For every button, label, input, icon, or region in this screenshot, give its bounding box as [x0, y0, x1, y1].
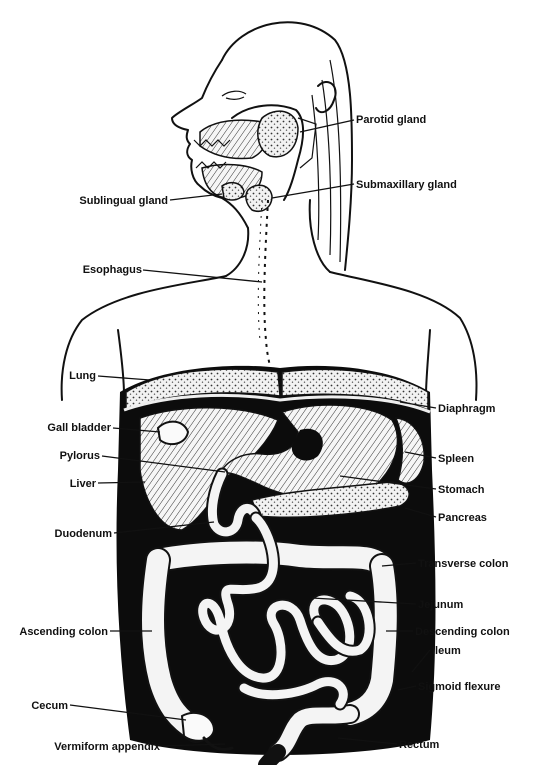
- gall-bladder-organ: [158, 422, 188, 445]
- label-diaphragm: Diaphragm: [438, 403, 496, 415]
- head-drawing: [172, 22, 352, 276]
- label-pancreas: Pancreas: [438, 512, 487, 524]
- label-liver: Liver: [70, 478, 97, 490]
- label-ileum: Ileum: [432, 645, 461, 657]
- label-descending-colon: Descending colon: [415, 626, 510, 638]
- label-esophagus: Esophagus: [83, 264, 142, 276]
- label-jejunum: Jejunum: [418, 599, 463, 611]
- label-transverse-colon: Transverse colon: [418, 558, 509, 570]
- label-stomach: Stomach: [438, 484, 485, 496]
- label-submaxillary-gland: Submaxillary gland: [356, 179, 457, 191]
- label-cecum: Cecum: [31, 700, 68, 712]
- label-parotid-gland: Parotid gland: [356, 114, 426, 126]
- label-lung: Lung: [69, 370, 96, 382]
- label-sublingual-gland: Sublingual gland: [79, 195, 168, 207]
- label-duodenum: Duodenum: [55, 528, 113, 540]
- label-pylorus: Pylorus: [60, 450, 100, 462]
- label-rectum: Rectum: [399, 739, 440, 751]
- label-sigmoid-flexure: Sigmoid flexure: [418, 681, 501, 693]
- label-spleen: Spleen: [438, 453, 474, 465]
- label-vermiform-appendix: Vermiform appendix: [54, 741, 161, 753]
- label-ascending-colon: Ascending colon: [19, 626, 108, 638]
- label-gall-bladder: Gall bladder: [47, 422, 111, 434]
